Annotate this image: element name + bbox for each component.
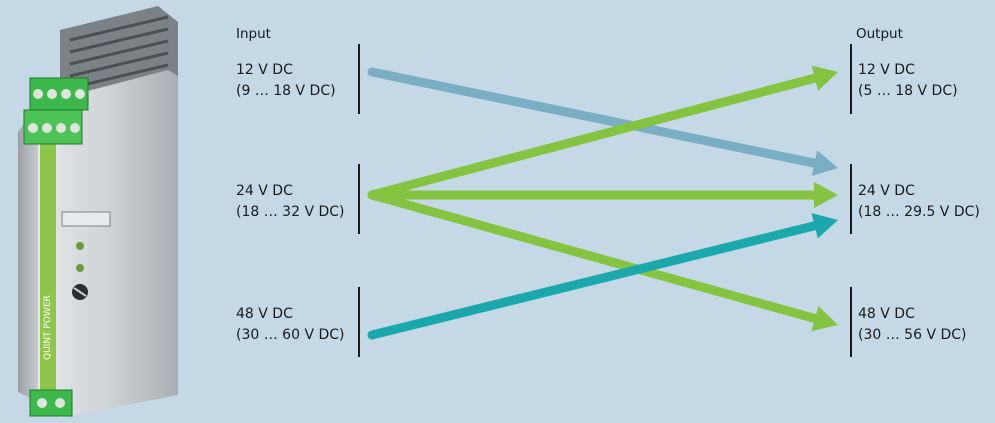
input-bar-12v: [358, 44, 360, 114]
arrow-shaft: [367, 73, 822, 200]
dc-ok-led: [76, 264, 84, 272]
arrow-head: [811, 306, 838, 332]
power-supply-image: QUINT POWER: [18, 6, 178, 418]
input-label-48v: 48 V DC (30 … 60 V DC): [236, 304, 345, 346]
input-bar-48v: [358, 287, 360, 357]
input-bar-24v: [358, 164, 360, 234]
status-led: [76, 242, 84, 250]
output-bar-24v: [850, 164, 852, 234]
arrow-head: [811, 150, 838, 176]
output-label-12v: 12 V DC (5 … 18 V DC): [858, 60, 958, 102]
arrow-shaft: [367, 190, 822, 324]
arrow-shaft: [367, 220, 822, 340]
output-range: (30 … 56 V DC): [858, 327, 967, 343]
arrow-shaft: [367, 67, 821, 169]
arrow-12v-to-24v: [367, 67, 838, 176]
arrow-head: [811, 65, 838, 91]
output-voltage: 12 V DC: [858, 62, 915, 78]
output-range: (18 … 29.5 V DC): [858, 204, 980, 220]
arrow-48v-to-24v: [367, 213, 838, 340]
input-header: Input: [236, 26, 271, 42]
output-label-24v: 24 V DC (18 … 29.5 V DC): [858, 181, 980, 223]
input-label-24v: 24 V DC (18 … 32 V DC): [236, 181, 345, 223]
input-label-12v: 12 V DC (9 … 18 V DC): [236, 60, 336, 102]
input-voltage: 48 V DC: [236, 306, 293, 322]
arrow-head: [814, 182, 838, 208]
housing-side: [18, 104, 38, 402]
input-range: (9 … 18 V DC): [236, 83, 336, 99]
output-bar-12v: [850, 44, 852, 114]
arrow-head: [811, 213, 838, 239]
arrow-24v-to-12v: [367, 65, 838, 200]
output-label-48v: 48 V DC (30 … 56 V DC): [858, 304, 967, 346]
brand-logo: [61, 211, 111, 227]
housing-front: [38, 70, 178, 418]
top-terminal-block: [23, 77, 89, 145]
arrow-24v-to-48v: [367, 190, 838, 332]
output-voltage: 48 V DC: [858, 306, 915, 322]
bottom-terminal-block: [29, 389, 73, 417]
input-voltage: 24 V DC: [236, 183, 293, 199]
output-bar-48v: [850, 287, 852, 357]
brand-strip-text: QUINT POWER: [43, 295, 53, 360]
output-voltage: 24 V DC: [858, 183, 915, 199]
brand-strip: [40, 134, 56, 400]
input-range: (18 … 32 V DC): [236, 204, 345, 220]
output-range: (5 … 18 V DC): [858, 83, 958, 99]
output-header: Output: [856, 26, 903, 42]
arrow-24v-to-24v: [367, 182, 838, 208]
input-range: (30 … 60 V DC): [236, 327, 345, 343]
heatsink-fins: [69, 15, 169, 90]
input-voltage: 12 V DC: [236, 62, 293, 78]
